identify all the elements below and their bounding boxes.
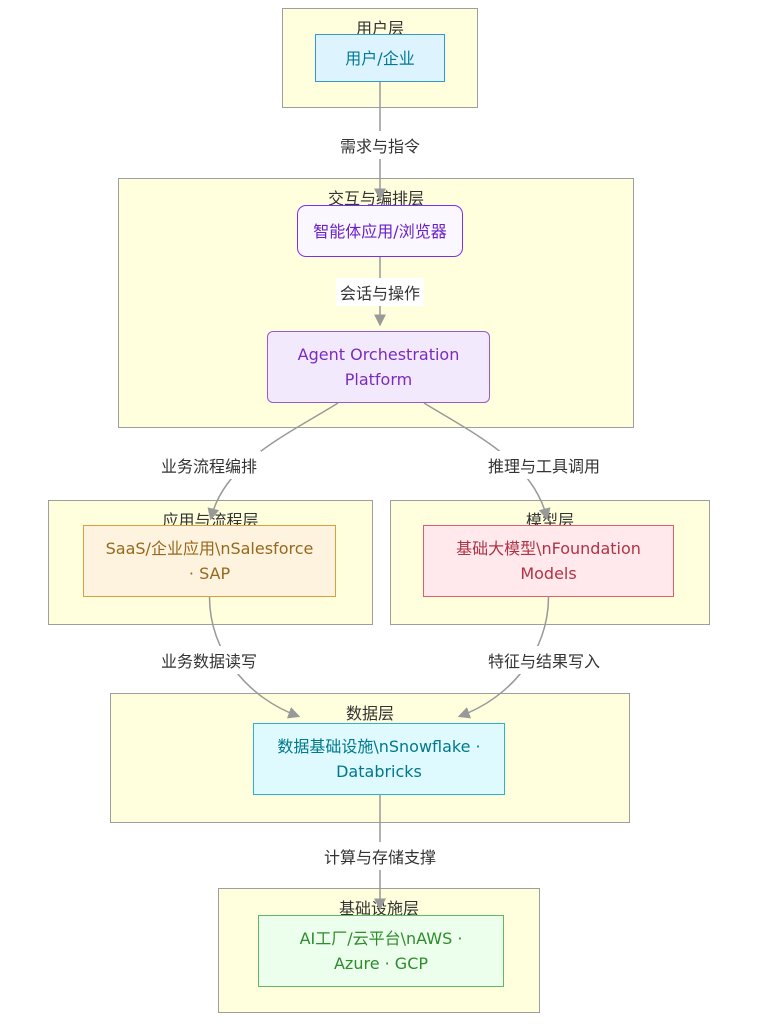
node-data-infrastructure-label: 数据基础设施\nSnowflake · Databricks [277,737,481,781]
node-foundation-models-label: 基础大模型\nFoundation Models [456,539,641,583]
edge-label-business-workflow: 业务流程编排 [156,451,262,479]
edge-label-session-operations: 会话与操作 [335,278,425,306]
node-data-infrastructure: 数据基础设施\nSnowflake · Databricks [253,723,505,795]
node-saas-enterprise-apps-label: SaaS/企业应用\nSalesforce · SAP [105,539,314,583]
node-user-enterprise: 用户/企业 [315,34,445,82]
node-saas-enterprise-apps: SaaS/企业应用\nSalesforce · SAP [83,525,336,597]
group-user-layer-title: 用户层 [355,19,404,38]
node-agent-orchestration-platform-label: Agent Orchestration Platform [297,345,460,389]
node-user-enterprise-label: 用户/企业 [345,48,415,68]
edge-label-reasoning-tool-calls: 推理与工具调用 [483,451,605,479]
node-ai-factory-cloud: AI工厂/云平台\nAWS · Azure · GCP [258,915,504,987]
node-agent-orchestration-platform: Agent Orchestration Platform [267,331,490,403]
node-foundation-models: 基础大模型\nFoundation Models [423,525,674,597]
edge-label-compute-storage-support: 计算与存储支撑 [319,842,441,870]
node-agent-app-browser: 智能体应用/浏览器 [297,205,463,257]
edge-label-feature-result-write: 特征与结果写入 [483,646,605,674]
group-data-layer-title: 数据层 [345,704,394,723]
node-agent-app-browser-label: 智能体应用/浏览器 [313,221,447,241]
edge-label-demand-instructions: 需求与指令 [335,131,425,159]
node-ai-factory-cloud-label: AI工厂/云平台\nAWS · Azure · GCP [299,929,463,973]
edge-label-business-data-rw: 业务数据读写 [156,646,262,674]
